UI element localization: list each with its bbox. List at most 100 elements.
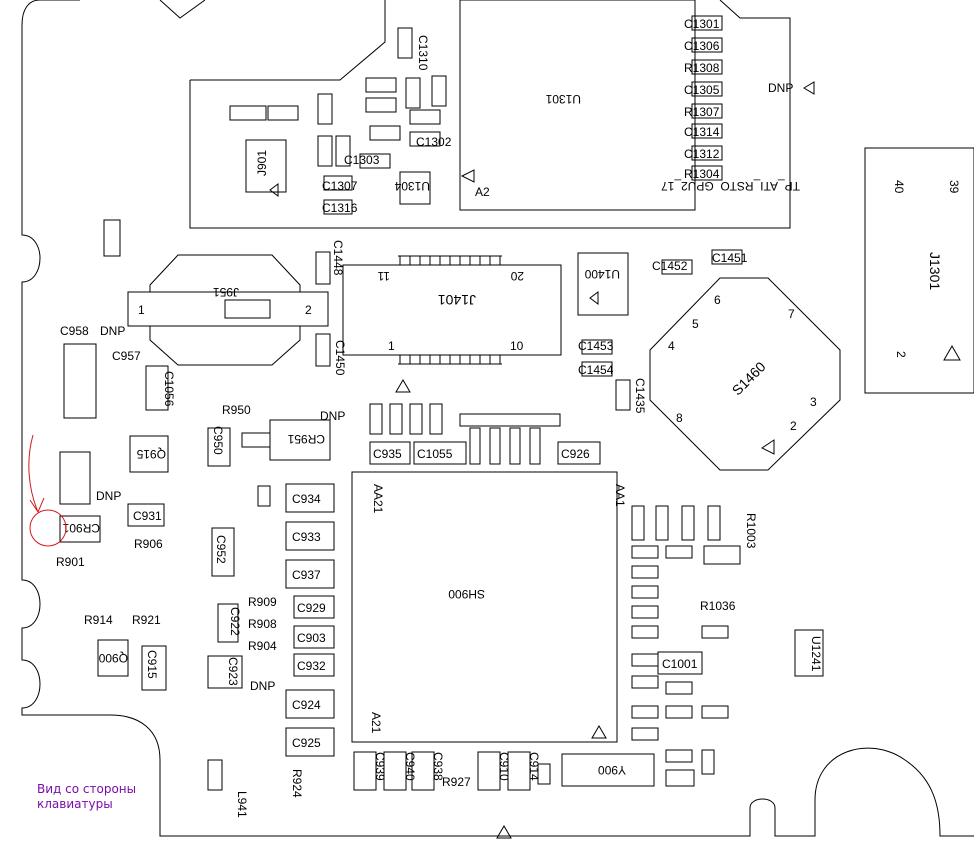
u900-aa1: AA1 [613, 484, 627, 507]
c910-label: C910 [497, 752, 511, 781]
u1400-body [577, 252, 629, 316]
c1305-label: C1305 [684, 83, 720, 97]
c937-label: C937 [292, 568, 321, 582]
r927-label: R927 [442, 775, 471, 789]
c914-label: C914 [527, 752, 541, 781]
y900-body [561, 753, 655, 787]
right-small-parts [257, 485, 729, 785]
r901-label: R901 [56, 555, 85, 569]
j1401-pin10: 10 [510, 339, 524, 353]
c1302-label: C1302 [416, 135, 452, 149]
l941-label: L941 [235, 791, 249, 818]
row-small-parts [369, 403, 561, 465]
j1301-marker [943, 344, 961, 361]
cr951-lead [241, 432, 271, 448]
j1401-body [342, 264, 562, 356]
q900-body [97, 639, 129, 677]
c957-label: C957 [112, 349, 141, 363]
marker-right [803, 81, 815, 95]
u900-a21: A21 [369, 712, 383, 734]
y900-label: Y900 [598, 763, 626, 777]
r906-label: R906 [134, 537, 163, 551]
marker-j1401 [395, 379, 411, 393]
j1401-pin11: 11 [377, 269, 390, 283]
c1452-label: C1452 [652, 259, 688, 273]
j1401-pin20: 20 [510, 269, 524, 283]
view-side-caption: Вид со стороны клавиатуры [37, 782, 136, 812]
s1460-pin4: 4 [668, 339, 675, 353]
c935-label: C935 [373, 447, 402, 461]
j1401-label: J1401 [438, 292, 476, 308]
s1460-pin8: 8 [676, 411, 683, 425]
c1312-label: C1312 [684, 147, 720, 161]
j951-pin1: 1 [138, 303, 145, 317]
c1316-label: C1316 [322, 201, 358, 215]
j951-pin2: 2 [305, 303, 312, 317]
c1301-label: C1301 [684, 17, 720, 31]
c1307-label: C1307 [322, 179, 358, 193]
c926-label: C926 [561, 447, 590, 461]
j1401-pins-bottom [398, 355, 502, 365]
c1450-label: C1450 [333, 340, 347, 376]
c1451-label: C1451 [712, 251, 748, 265]
q915-label: Q915 [136, 447, 166, 461]
s1460-marker [761, 439, 775, 455]
r1307-label: R1307 [684, 105, 720, 119]
r906-part [103, 219, 121, 257]
r904-label: R904 [248, 639, 277, 653]
cr901-label: CR901 [62, 521, 100, 535]
s1460-pin7: 7 [788, 307, 795, 321]
j1401-pin1: 1 [388, 339, 395, 353]
u1304-body [399, 171, 431, 205]
c1001-label: C1001 [662, 657, 698, 671]
r1003-label: R1003 [744, 513, 758, 549]
j901-label: J901 [255, 150, 269, 176]
marker-bottom [496, 825, 512, 839]
c1310-label: C1310 [416, 35, 430, 71]
dnp-3: DNP [250, 679, 275, 693]
c940-label: C940 [403, 752, 417, 781]
c939-label: C939 [373, 752, 387, 781]
c932-label: C932 [297, 659, 326, 673]
cr951-label: CR951 [287, 432, 325, 446]
c1435-label: C1435 [633, 378, 647, 414]
r924-label: R924 [290, 769, 304, 798]
c1303-label: C1303 [344, 153, 380, 167]
u1301-body [459, 0, 696, 211]
marker-top [269, 183, 279, 197]
c1453-label: C1453 [578, 339, 614, 353]
annotation-circle [29, 509, 67, 547]
c1314-label: C1314 [684, 125, 720, 139]
c923-label: C923 [226, 657, 240, 686]
r908-label: R908 [248, 617, 277, 631]
j901-body [245, 139, 287, 193]
dnp-1: DNP [100, 324, 125, 338]
sh900-body [351, 471, 618, 743]
component-boxes [59, 343, 741, 791]
u1241-label: U1241 [809, 636, 823, 672]
j951-label: J951 [213, 285, 239, 299]
s1460-pin2: 2 [790, 419, 797, 433]
dnp-5: DNP [96, 489, 121, 503]
c958-label: C958 [60, 324, 89, 338]
c938-label: C938 [431, 752, 445, 781]
r921-label: R921 [132, 613, 161, 627]
u1400-marker [589, 291, 599, 305]
c1454-label: C1454 [578, 363, 614, 377]
c924-label: C924 [292, 698, 321, 712]
u1301-label: U1301 [545, 92, 581, 106]
caption-line-2: клавиатуры [37, 797, 113, 811]
c931-label: C931 [133, 509, 162, 523]
annotation-arrow [28, 434, 45, 514]
u1241-body [794, 629, 824, 677]
s1460-label: S1460 [729, 358, 769, 398]
c950-label: C950 [211, 426, 225, 455]
c933-label: C933 [292, 530, 321, 544]
u1301-marker [460, 169, 475, 183]
j1301-label: J1301 [927, 252, 943, 290]
r1308-label: R1308 [684, 61, 720, 75]
c915-label: C915 [145, 650, 159, 679]
c925-label: C925 [292, 736, 321, 750]
sh900-label: SH900 [448, 587, 485, 601]
